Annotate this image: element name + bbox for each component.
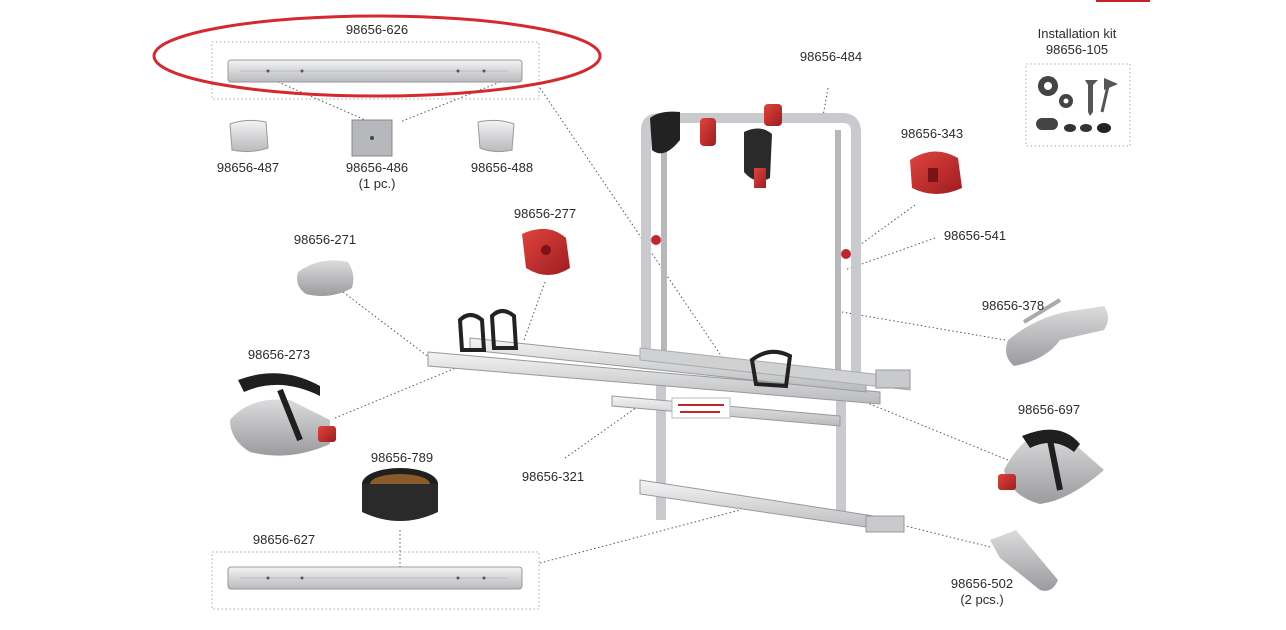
label-installation-kit: Installation kit 98656-105: [1038, 26, 1117, 58]
rail-98656-627[interactable]: [211, 551, 540, 610]
rail-98656-626[interactable]: [211, 41, 540, 100]
bracket-98656-502[interactable]: [990, 530, 1058, 591]
part-502-qty: (2 pcs.): [960, 592, 1004, 607]
label-98656-486: 98656-486 (1 pc.): [346, 160, 408, 192]
installation-kit-98656-105[interactable]: [1025, 63, 1131, 147]
end-cap-98656-487[interactable]: [229, 119, 269, 153]
label-98656-321: 98656-321: [521, 469, 585, 484]
part-502-code: 98656-502: [950, 576, 1014, 591]
label-98656-378: 98656-378: [981, 298, 1045, 313]
red-knob-98656-277[interactable]: [522, 228, 570, 275]
highlight-ellipse: [152, 14, 602, 98]
part-486-qty: (1 pc.): [358, 176, 396, 191]
label-98656-626: 98656-626: [345, 22, 409, 37]
label-98656-277: 98656-277: [513, 206, 577, 221]
label-98656-502: 98656-502 (2 pcs.): [951, 576, 1013, 608]
label-98656-488: 98656-488: [470, 160, 534, 175]
label-98656-697: 98656-697: [1017, 402, 1081, 417]
red-block-98656-343[interactable]: [910, 151, 962, 194]
part-486-code: 98656-486: [345, 160, 409, 175]
label-98656-789: 98656-789: [370, 450, 434, 465]
wheel-holder-98656-697[interactable]: [998, 429, 1104, 504]
plate-98656-486[interactable]: [351, 119, 393, 157]
label-98656-541: 98656-541: [943, 228, 1007, 243]
end-cap-98656-488[interactable]: [477, 119, 515, 153]
grey-cup-98656-271[interactable]: [297, 260, 354, 296]
rubber-ring-98656-789[interactable]: [362, 468, 438, 521]
wheel-holder-98656-273[interactable]: [230, 373, 336, 456]
installation-kit-code: 98656-105: [1045, 42, 1109, 57]
installation-kit-title: Installation kit: [1037, 26, 1117, 41]
label-98656-484: 98656-484: [799, 49, 863, 64]
label-98656-627: 98656-627: [252, 532, 316, 547]
bike-rack-assembly: [427, 104, 911, 533]
label-98656-487: 98656-487: [216, 160, 280, 175]
top-accent-bar: [1096, 0, 1150, 2]
label-98656-271: 98656-271: [293, 232, 357, 247]
clamp-98656-378[interactable]: [1006, 298, 1108, 366]
label-98656-343: 98656-343: [900, 126, 964, 141]
label-98656-273: 98656-273: [247, 347, 311, 362]
